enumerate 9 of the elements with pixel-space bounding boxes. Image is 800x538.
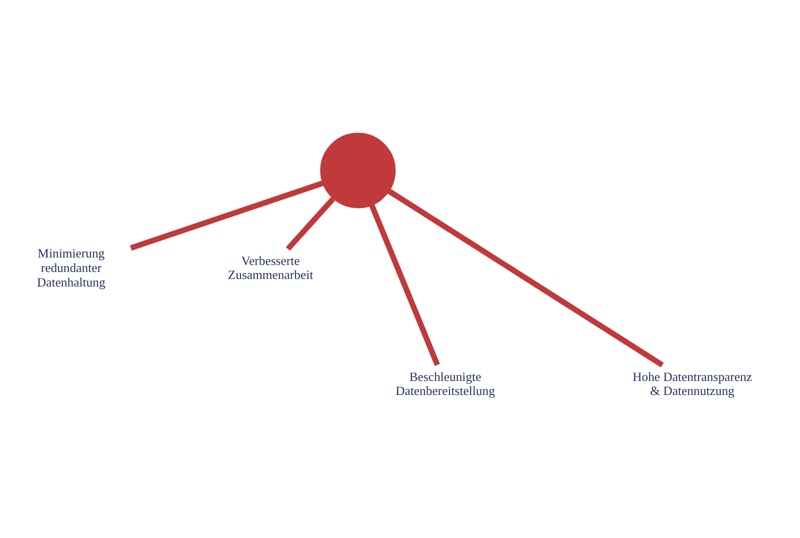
node-text: Verbesserte Zusammenarbeit — [228, 254, 314, 282]
connector — [130, 180, 324, 251]
node-circle — [320, 132, 396, 208]
node-text: Minimierung redundanter Datenhaltung — [36, 246, 106, 290]
connector — [388, 188, 664, 368]
node-text: Hohe Datentransparenz & Datennutzung — [632, 370, 752, 398]
node-text: Beschleunigte Datenbereitstellung — [396, 370, 495, 398]
connector — [286, 196, 336, 251]
connector — [369, 204, 440, 366]
